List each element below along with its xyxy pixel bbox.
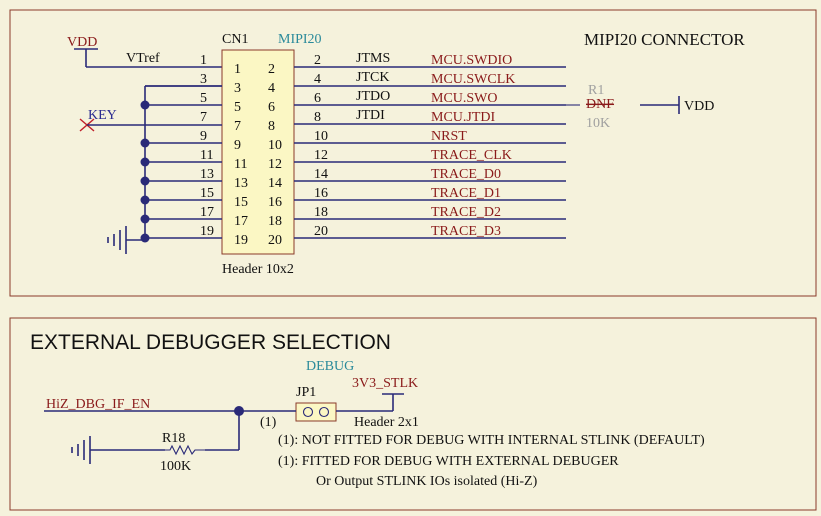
- vdd-right-label: VDD: [684, 99, 714, 114]
- junction-dot: [140, 157, 150, 167]
- r18-ref: R18: [162, 431, 185, 446]
- junction-dot: [140, 233, 150, 243]
- note-fitted: (1): FITTED FOR DEBUG WITH EXTERNAL DEBU…: [278, 454, 619, 469]
- section-title-mipi20: MIPI20 CONNECTOR: [584, 30, 745, 49]
- pin-number-outer-right: 12: [314, 148, 328, 163]
- pin-number-inner-left: 11: [234, 157, 247, 172]
- resistor-r18: [165, 444, 205, 456]
- pin-number-inner-right: 18: [268, 214, 282, 229]
- net-label: TRACE_CLK: [431, 148, 512, 163]
- pin-number-inner-right: 12: [268, 157, 282, 172]
- jtag-label-jtck: JTCK: [356, 70, 389, 85]
- pin-number-outer-right: 20: [314, 224, 328, 239]
- net-hiz-dbg-if-en: HiZ_DBG_IF_EN: [46, 397, 150, 412]
- pin-number-inner-right: 6: [268, 100, 275, 115]
- pin-number-inner-left: 7: [234, 119, 241, 134]
- pin-number-outer-right: 4: [314, 72, 321, 87]
- pin-number-inner-left: 17: [234, 214, 248, 229]
- r1-dnf: DNF: [586, 97, 614, 112]
- pin-number-outer-right: 8: [314, 110, 321, 125]
- pin-number-inner-right: 10: [268, 138, 282, 153]
- ground-icon-bottom: [71, 436, 91, 464]
- pin-number-outer-right: 10: [314, 129, 328, 144]
- note-not-fitted: (1): NOT FITTED FOR DEBUG WITH INTERNAL …: [278, 433, 705, 448]
- pin-number-outer-right: 18: [314, 205, 328, 220]
- pin-number-outer-left: 19: [200, 224, 214, 239]
- pin-number-outer-left: 7: [200, 110, 207, 125]
- junction-dot: [140, 100, 150, 110]
- pin-number-outer-left: 11: [200, 148, 213, 163]
- debug-label: DEBUG: [306, 359, 354, 374]
- pin-number-outer-right: 16: [314, 186, 328, 201]
- pin-number-outer-left: 5: [200, 91, 207, 106]
- net-label: TRACE_D1: [431, 186, 501, 201]
- pin-number-inner-left: 3: [234, 81, 241, 96]
- pin-number-inner-right: 20: [268, 233, 282, 248]
- jp1-value: Header 2x1: [354, 415, 419, 430]
- net-label: MCU.SWDIO: [431, 53, 512, 68]
- connector-cn1: [221, 49, 295, 255]
- junction-dot: [140, 214, 150, 224]
- jp1-ref: JP1: [296, 385, 316, 400]
- bottom-frame: [9, 317, 817, 511]
- pin-number-outer-left: 15: [200, 186, 214, 201]
- pin-number-inner-left: 13: [234, 176, 248, 191]
- top-frame: [9, 9, 817, 297]
- ground-icon: [107, 226, 145, 254]
- jumper-jp1: [295, 402, 337, 422]
- section-title-debugger: EXTERNAL DEBUGGER SELECTION: [30, 331, 391, 354]
- cn1-name: MIPI20: [278, 32, 322, 47]
- supply-3v3-stlk: 3V3_STLK: [352, 376, 418, 391]
- pin-number-inner-right: 14: [268, 176, 282, 191]
- pin-number-inner-right: 16: [268, 195, 282, 210]
- r18-value: 100K: [160, 459, 191, 474]
- pin-number-outer-left: 13: [200, 167, 214, 182]
- pin-number-inner-left: 19: [234, 233, 248, 248]
- vtref-label: VTref: [126, 51, 160, 66]
- cn1-ref: CN1: [222, 32, 248, 47]
- note-hiz: Or Output STLINK IOs isolated (Hi-Z): [316, 474, 538, 489]
- jp1-note-marker: (1): [260, 415, 277, 430]
- pin-number-inner-left: 5: [234, 100, 241, 115]
- pin-number-outer-right: 2: [314, 53, 321, 68]
- key-label: KEY: [88, 108, 117, 123]
- pin-number-inner-right: 4: [268, 81, 275, 96]
- junction-dot: [140, 176, 150, 186]
- pin-number-outer-left: 1: [200, 53, 207, 68]
- pin-number-outer-left: 17: [200, 205, 214, 220]
- net-label: MCU.JTDI: [431, 110, 496, 125]
- pin-number-inner-left: 1: [234, 62, 241, 77]
- pin-number-outer-left: 3: [200, 72, 207, 87]
- pin-number-inner-right: 2: [268, 62, 275, 77]
- jtag-label-jtms: JTMS: [356, 51, 390, 66]
- junction-dot: [140, 138, 150, 148]
- junction-dot: [140, 195, 150, 205]
- r1-value: 10K: [586, 116, 610, 131]
- jtag-label-jtdo: JTDO: [356, 89, 390, 104]
- vdd-left-label: VDD: [67, 35, 97, 50]
- net-label: TRACE_D0: [431, 167, 501, 182]
- net-label: MCU.SWCLK: [431, 72, 515, 87]
- cn1-value: Header 10x2: [222, 262, 294, 277]
- pin-number-inner-left: 15: [234, 195, 248, 210]
- pin-number-outer-left: 9: [200, 129, 207, 144]
- net-label: MCU.SWO: [431, 91, 498, 106]
- net-label: TRACE_D3: [431, 224, 501, 239]
- pin-number-outer-right: 14: [314, 167, 328, 182]
- net-label: TRACE_D2: [431, 205, 501, 220]
- pin-number-outer-right: 6: [314, 91, 321, 106]
- r1-ref: R1: [588, 83, 604, 98]
- net-label: NRST: [431, 129, 467, 144]
- pin-number-inner-right: 8: [268, 119, 275, 134]
- jtag-label-jtdi: JTDI: [356, 108, 385, 123]
- pin-number-inner-left: 9: [234, 138, 241, 153]
